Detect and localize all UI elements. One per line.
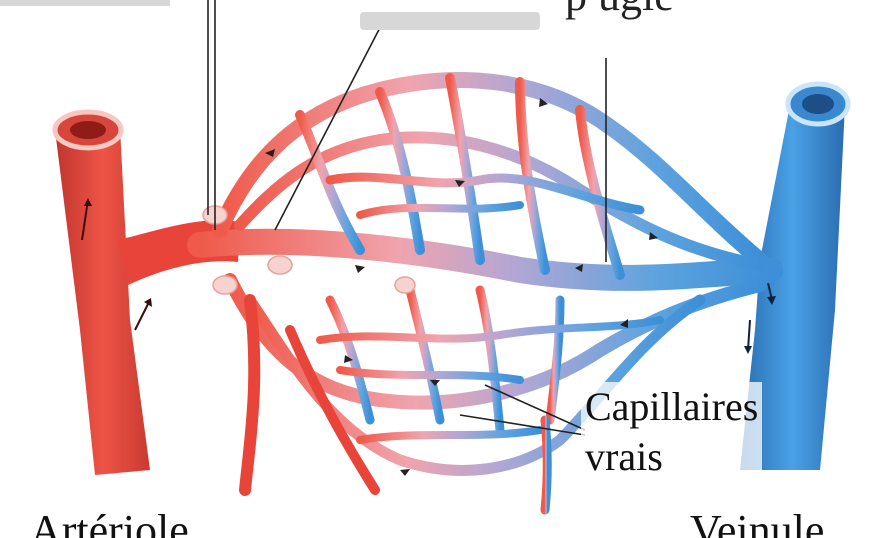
label-veinule: Veinule: [690, 505, 824, 538]
faded-label-remnants: [0, 0, 540, 30]
arteriole-vessel: [55, 112, 240, 475]
label-top-right: p ugle: [565, 0, 674, 21]
label-capillaires-line2: vrais: [585, 432, 758, 482]
label-capillaires-vrais: Capillaires vrais: [581, 382, 762, 482]
label-arteriole: Artériole: [30, 505, 189, 538]
leader-lines: [208, 0, 606, 435]
label-capillaires-line1: Capillaires: [585, 382, 758, 432]
